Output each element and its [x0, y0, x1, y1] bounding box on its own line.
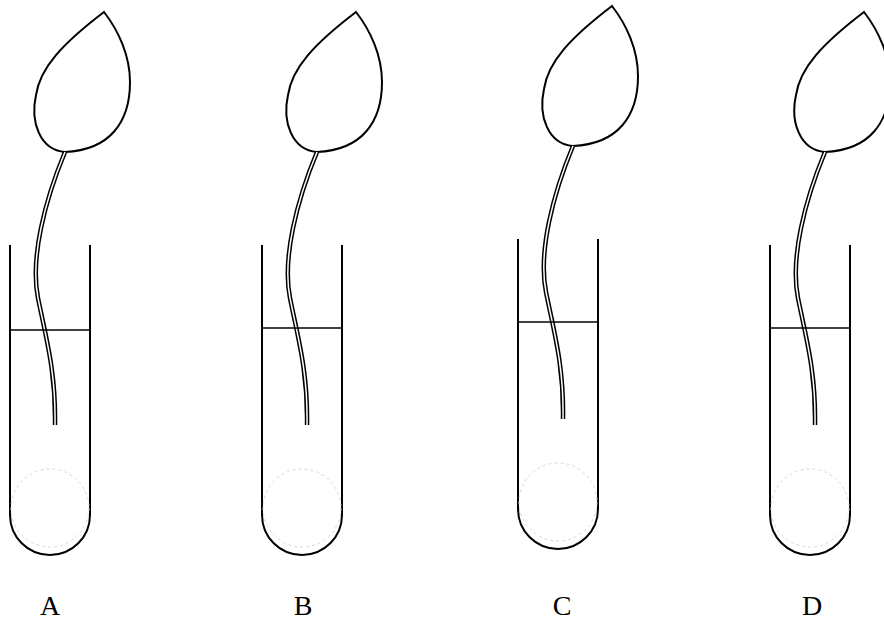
tube-a — [10, 12, 130, 555]
tube-label: D — [792, 590, 832, 622]
tube-label: A — [30, 590, 70, 622]
tube-c — [518, 6, 638, 549]
tube-d — [770, 12, 884, 555]
tube-b — [262, 12, 382, 555]
tube-label: C — [542, 590, 582, 622]
tube-label: B — [283, 590, 323, 622]
